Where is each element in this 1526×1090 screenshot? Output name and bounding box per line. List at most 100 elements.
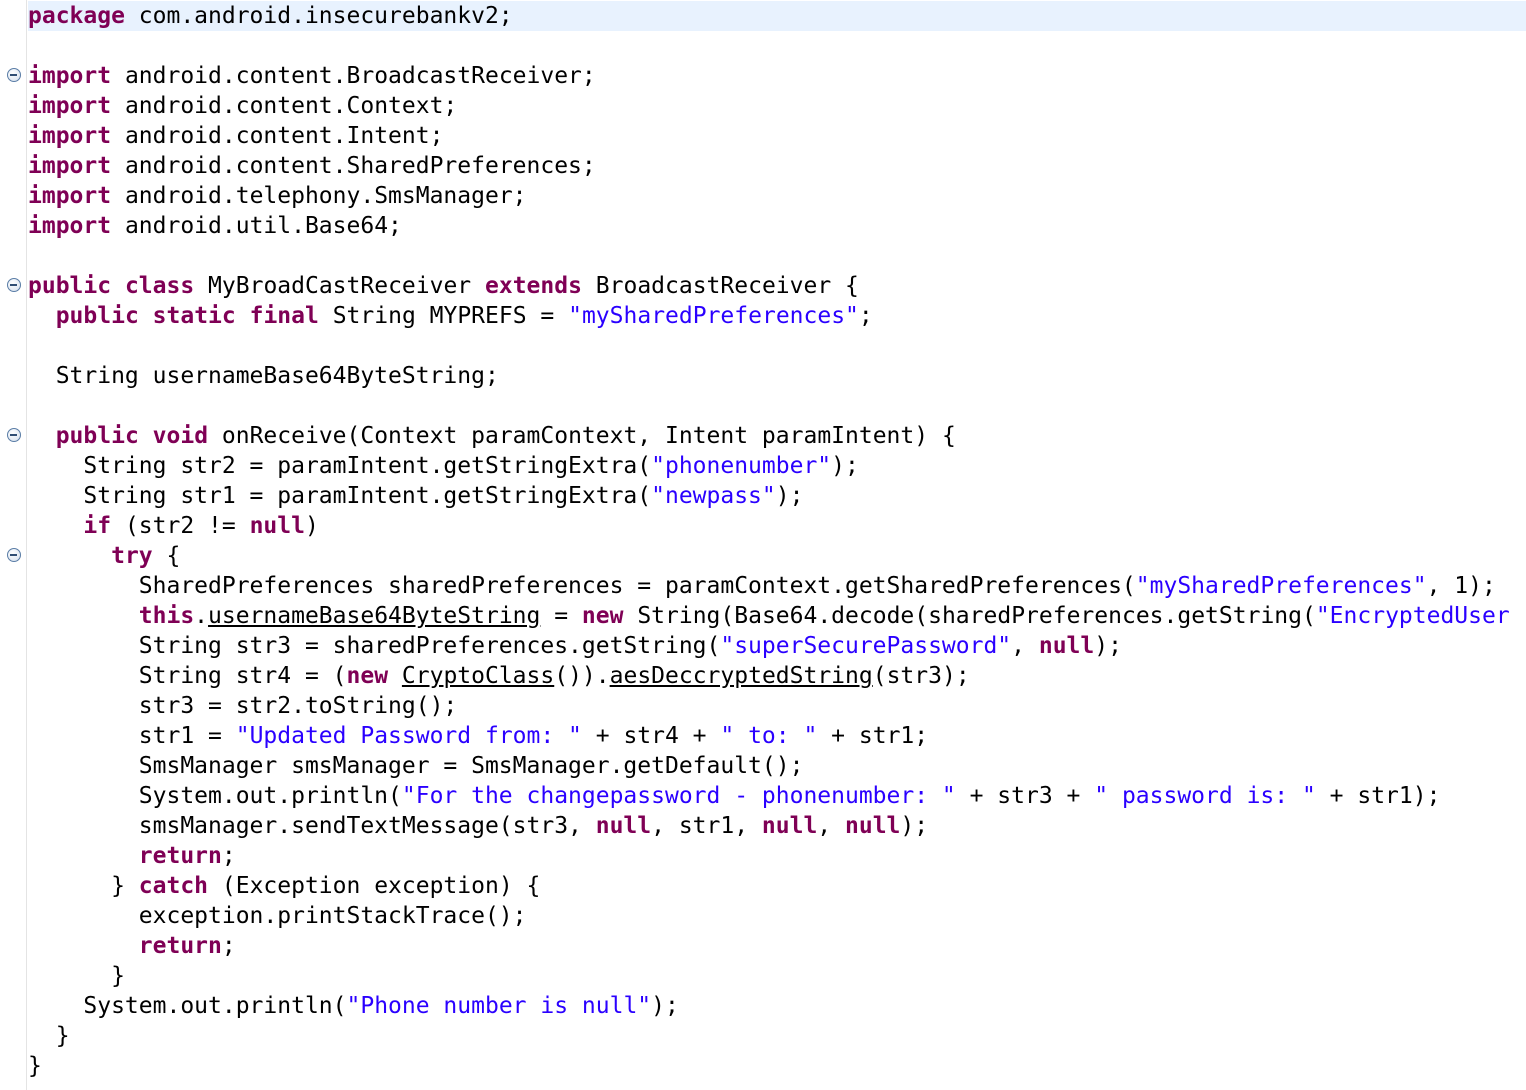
code-token: ; xyxy=(858,303,873,329)
code-line[interactable]: } catch (Exception exception) { xyxy=(28,871,1526,901)
code-token xyxy=(28,843,139,869)
code-line[interactable]: String str1 = paramIntent.getStringExtra… xyxy=(28,481,1526,511)
keyword-token: try xyxy=(111,543,153,569)
code-line[interactable] xyxy=(28,391,1526,421)
keyword-token: import xyxy=(28,183,112,209)
code-line[interactable]: import android.content.Intent; xyxy=(28,121,1526,151)
code-token: String str3 = sharedPreferences.getStrin… xyxy=(28,633,721,659)
code-token: { xyxy=(152,543,181,569)
identifier-token: aesDeccryptedString xyxy=(609,663,873,689)
string-token: " password is: " xyxy=(1094,783,1316,809)
keyword-token: static xyxy=(152,303,236,329)
keyword-token: new xyxy=(346,663,389,689)
string-token: "For the changepassword - phonenumber: " xyxy=(401,783,956,809)
code-line[interactable]: import android.telephony.SmsManager; xyxy=(28,181,1526,211)
code-line[interactable]: System.out.println("For the changepasswo… xyxy=(28,781,1526,811)
code-token: ) xyxy=(304,513,319,539)
collapse-icon[interactable] xyxy=(7,68,21,82)
string-token: "Phone number is null" xyxy=(346,993,652,1019)
code-token: System.out.println( xyxy=(28,993,347,1019)
collapse-icon[interactable] xyxy=(7,548,21,562)
keyword-token: import xyxy=(28,93,112,119)
code-line[interactable]: public static final String MYPREFS = "my… xyxy=(28,301,1526,331)
code-line[interactable]: String usernameBase64ByteString; xyxy=(28,361,1526,391)
code-token: + str1); xyxy=(1315,783,1441,809)
code-line[interactable]: str3 = str2.toString(); xyxy=(28,691,1526,721)
code-line[interactable]: } xyxy=(28,1021,1526,1051)
code-token xyxy=(28,603,139,629)
keyword-token: import xyxy=(28,123,112,149)
code-line[interactable]: import android.content.Context; xyxy=(28,91,1526,121)
code-token: String usernameBase64ByteString; xyxy=(28,363,499,389)
code-token: android.telephony.SmsManager; xyxy=(111,183,527,209)
code-token: android.content.Context; xyxy=(111,93,458,119)
code-token: , 1); xyxy=(1426,573,1496,599)
code-line[interactable]: } xyxy=(28,961,1526,991)
code-token: } xyxy=(28,873,139,899)
code-token: onReceive(Context paramContext, Intent p… xyxy=(208,423,956,449)
code-line[interactable]: this.usernameBase64ByteString = new Stri… xyxy=(28,601,1526,631)
keyword-token: final xyxy=(249,303,319,329)
code-line[interactable] xyxy=(28,241,1526,271)
code-line[interactable]: System.out.println("Phone number is null… xyxy=(28,991,1526,1021)
code-token: com.android.insecurebankv2; xyxy=(124,3,513,29)
code-token: ); xyxy=(651,993,679,1019)
code-token: , xyxy=(817,813,845,839)
code-line[interactable]: try { xyxy=(28,541,1526,571)
code-token xyxy=(111,273,125,299)
code-line[interactable]: import android.content.BroadcastReceiver… xyxy=(28,61,1526,91)
code-token: } xyxy=(28,1053,42,1079)
code-token: ); xyxy=(831,453,859,479)
code-token: . xyxy=(194,603,209,629)
keyword-token: this xyxy=(138,603,195,629)
keyword-token: extends xyxy=(485,273,582,299)
code-token: android.content.SharedPreferences; xyxy=(111,153,596,179)
keyword-token: public xyxy=(28,273,112,299)
code-line[interactable]: smsManager.sendTextMessage(str3, null, s… xyxy=(28,811,1526,841)
code-line[interactable]: String str2 = paramIntent.getStringExtra… xyxy=(28,451,1526,481)
code-line[interactable]: exception.printStackTrace(); xyxy=(28,901,1526,931)
collapse-icon[interactable] xyxy=(7,428,21,442)
code-token: android.content.Intent; xyxy=(111,123,444,149)
keyword-token: null xyxy=(761,813,818,839)
code-token: ); xyxy=(1094,633,1122,659)
code-token: ); xyxy=(775,483,804,509)
keyword-token: return xyxy=(138,843,222,869)
code-token: android.util.Base64; xyxy=(111,213,402,239)
code-line[interactable]: String str3 = sharedPreferences.getStrin… xyxy=(28,631,1526,661)
code-token: String str2 = paramIntent.getStringExtra… xyxy=(28,453,652,479)
keyword-token: null xyxy=(595,813,652,839)
code-line[interactable] xyxy=(28,331,1526,361)
code-line[interactable]: SmsManager smsManager = SmsManager.getDe… xyxy=(28,751,1526,781)
code-line[interactable]: public void onReceive(Context paramConte… xyxy=(28,421,1526,451)
string-token: "Updated Password from: " xyxy=(235,723,582,749)
code-line[interactable]: str1 = "Updated Password from: " + str4 … xyxy=(28,721,1526,751)
code-token: , str1, xyxy=(651,813,762,839)
keyword-token: void xyxy=(152,423,209,449)
code-line[interactable]: return; xyxy=(28,931,1526,961)
code-token: , xyxy=(1011,633,1039,659)
code-line[interactable]: return; xyxy=(28,841,1526,871)
code-line[interactable]: public class MyBroadCastReceiver extends… xyxy=(28,271,1526,301)
code-token xyxy=(28,513,83,539)
keyword-token: null xyxy=(1038,633,1095,659)
keyword-token: public xyxy=(55,303,139,329)
code-line[interactable]: String str4 = (new CryptoClass()).aesDec… xyxy=(28,661,1526,691)
code-line[interactable]: SharedPreferences sharedPreferences = pa… xyxy=(28,571,1526,601)
code-area[interactable]: package com.android.insecurebankv2; impor… xyxy=(28,1,1526,1081)
string-token: "mySharedPreferences" xyxy=(568,303,859,329)
code-line[interactable]: if (str2 != null) xyxy=(28,511,1526,541)
code-line[interactable] xyxy=(28,31,1526,61)
code-line[interactable]: import android.content.SharedPreferences… xyxy=(28,151,1526,181)
string-token: "mySharedPreferences" xyxy=(1135,573,1427,599)
code-token xyxy=(28,303,56,329)
code-line[interactable]: } xyxy=(28,1051,1526,1081)
code-token xyxy=(28,423,56,449)
code-token: String(Base64.decode(sharedPreferences.g… xyxy=(623,603,1316,629)
keyword-token: catch xyxy=(138,873,209,899)
keyword-token: new xyxy=(581,603,624,629)
code-line[interactable]: import android.util.Base64; xyxy=(28,211,1526,241)
current-code-line[interactable]: package com.android.insecurebankv2; xyxy=(28,1,1526,31)
collapse-icon[interactable] xyxy=(7,278,21,292)
